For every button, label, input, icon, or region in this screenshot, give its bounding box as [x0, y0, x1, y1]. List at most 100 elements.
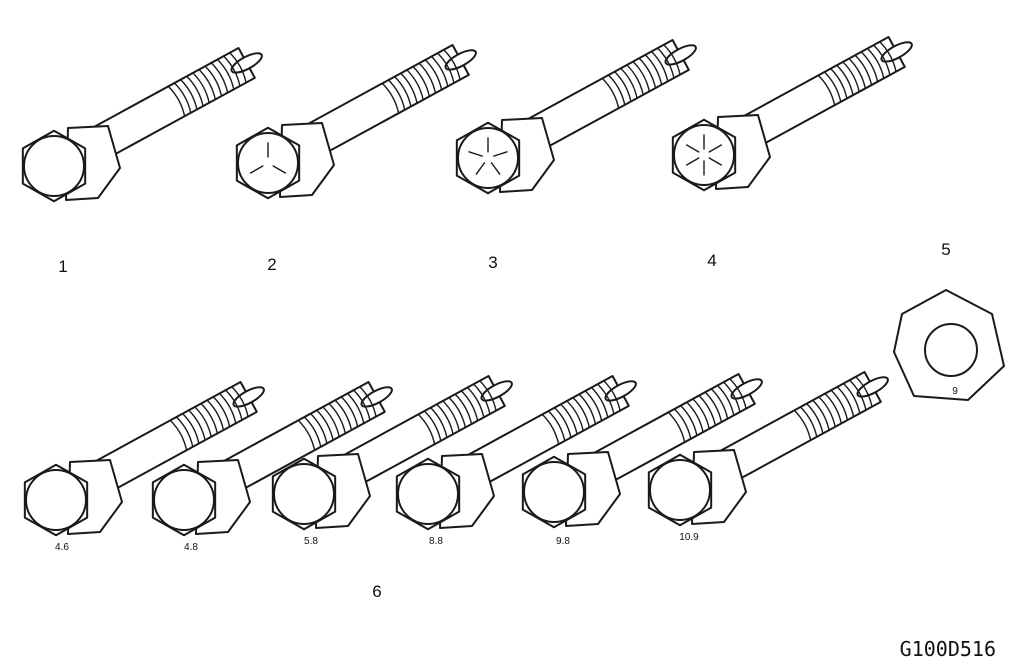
thread-line — [560, 403, 578, 435]
callout-3: 3 — [488, 253, 497, 272]
bolt-metric-5 — [521, 373, 763, 529]
thread-line — [679, 404, 698, 437]
thread-line — [309, 412, 328, 445]
thread-line — [824, 392, 843, 425]
head-marking-5-8: 5.8 — [304, 536, 318, 547]
thread-line — [692, 398, 710, 430]
thread-line — [381, 82, 400, 114]
thread-line — [186, 75, 204, 107]
thread-line — [218, 392, 237, 425]
thread-line — [836, 64, 854, 96]
thread-line — [829, 67, 848, 100]
bolt-end — [480, 380, 513, 402]
bolt-end — [730, 378, 763, 400]
thread-line — [854, 54, 873, 86]
thread-line — [316, 409, 334, 441]
bolt-end — [856, 376, 889, 398]
thread-line — [603, 380, 621, 412]
bolt-end — [880, 41, 913, 63]
grade-mark-line — [708, 157, 723, 166]
thread-line — [596, 383, 615, 415]
thread-line — [466, 386, 485, 419]
nut-marking: 9 — [952, 386, 958, 397]
head-marking-8-8: 8.8 — [429, 536, 443, 547]
thread-line — [793, 409, 812, 441]
grade-mark-line — [468, 151, 483, 157]
thread-line — [626, 64, 644, 96]
thread-line — [340, 396, 359, 428]
grade-mark-line — [685, 157, 700, 166]
thread-line — [173, 82, 192, 114]
thread-line — [194, 406, 212, 438]
bolt-top-2 — [235, 44, 477, 200]
bolt-top-3 — [455, 39, 697, 195]
thread-line — [212, 396, 231, 428]
thread-line — [566, 400, 584, 432]
thread-line — [547, 410, 566, 442]
thread-line — [400, 72, 418, 104]
thread-line — [406, 69, 424, 101]
thread-line — [436, 52, 455, 84]
bolt-head-circle — [273, 463, 335, 525]
thread-line — [443, 49, 461, 81]
thread-line — [472, 383, 491, 415]
grade-mark-line — [272, 165, 287, 174]
thread-line — [799, 406, 818, 438]
bolt-metric-3 — [271, 375, 513, 531]
thread-line — [836, 386, 855, 418]
thread-line — [436, 403, 454, 435]
thread-line — [590, 386, 609, 419]
callout-6: 6 — [372, 582, 381, 601]
callout-2: 2 — [267, 255, 276, 274]
thread-line — [818, 396, 836, 428]
thread-line — [175, 416, 194, 448]
thread-line — [192, 72, 210, 104]
thread-line — [578, 393, 597, 425]
grade-mark-line — [475, 162, 486, 175]
callout-1: 1 — [58, 257, 67, 276]
thread-line — [328, 402, 347, 435]
grade-mark-line — [685, 144, 700, 153]
bolt-head-circle — [25, 469, 87, 531]
grade-mark-line — [708, 144, 723, 153]
thread-line — [879, 41, 897, 73]
bolt-end — [232, 386, 265, 408]
thread-line — [429, 406, 448, 439]
thread-line — [418, 62, 437, 94]
thread-line — [817, 74, 836, 106]
bolt-head-circle — [397, 463, 459, 525]
bolt-end — [444, 49, 477, 71]
bolt-metric-2 — [151, 381, 393, 537]
thread-line — [198, 68, 217, 101]
bolt-head-circle — [457, 127, 519, 189]
thread-line — [167, 85, 186, 117]
bolt-end — [664, 44, 697, 66]
head-marking-10-9: 10.9 — [679, 532, 699, 543]
grade-mark-line — [249, 165, 264, 174]
thread-line — [417, 413, 436, 445]
thread-line — [179, 78, 198, 111]
thread-line — [200, 402, 219, 435]
thread-line — [830, 389, 849, 421]
thread-line — [842, 382, 861, 415]
bolt-head-circle — [23, 135, 85, 197]
thread-line — [855, 376, 873, 408]
thread-line — [297, 419, 316, 451]
thread-line — [872, 44, 891, 76]
thread-line — [607, 74, 626, 106]
thread-line — [805, 402, 824, 435]
head-marking-4-6: 4.6 — [55, 542, 69, 553]
thread-line — [644, 54, 663, 86]
thread-line — [424, 59, 443, 91]
thread-line — [352, 389, 371, 421]
thread-line — [460, 390, 479, 422]
thread-line — [479, 380, 497, 412]
thread-line — [866, 47, 885, 80]
thread-line — [206, 399, 225, 431]
thread-line — [303, 416, 322, 448]
thread-line — [204, 65, 223, 97]
bolt-head-circle — [153, 469, 215, 531]
thread-line — [423, 410, 442, 442]
thread-line — [359, 386, 377, 418]
